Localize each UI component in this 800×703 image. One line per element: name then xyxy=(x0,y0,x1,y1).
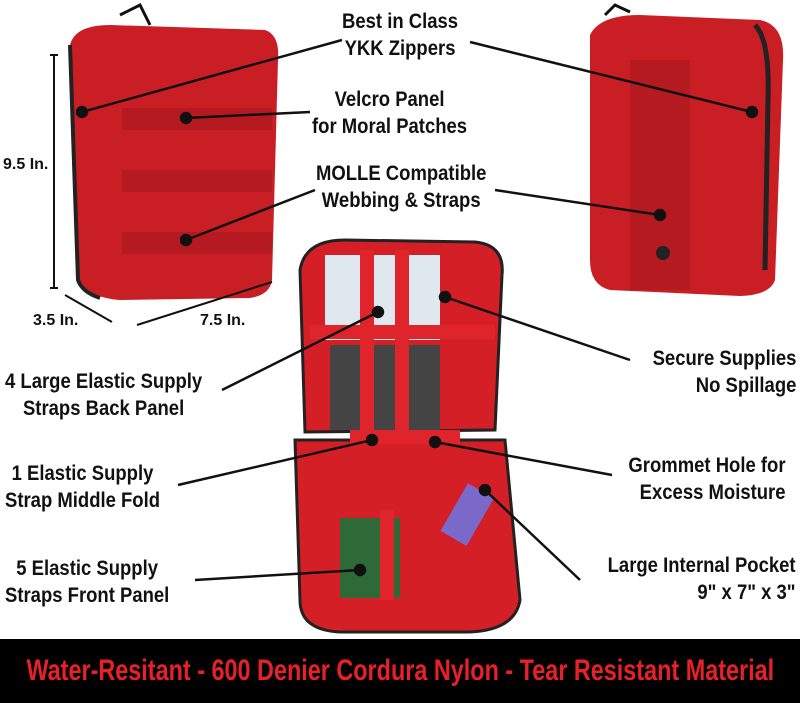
dimension-width: 7.5 In. xyxy=(200,312,246,329)
callout-leaders xyxy=(75,38,759,582)
dimension-lines xyxy=(50,54,273,326)
callout-front-straps: 5 Elastic Supply Straps Front Panel xyxy=(5,555,169,609)
callout-line: for Moral Patches xyxy=(312,115,468,138)
bag-open-view xyxy=(293,238,522,634)
callout-back-straps: 4 Large Elastic Supply Straps Back Panel xyxy=(5,368,202,422)
bag-front-view xyxy=(68,2,279,300)
bag-side-view xyxy=(590,3,784,296)
callout-line: Large Internal Pocket xyxy=(608,554,796,577)
callout-line: Strap Middle Fold xyxy=(5,489,161,512)
callout-line: 5 Elastic Supply xyxy=(16,557,159,580)
dimension-depth: 3.5 In. xyxy=(33,312,79,329)
dimension-height: 9.5 In. xyxy=(3,156,49,173)
material-banner: Water-Resitant - 600 Denier Cordura Nylo… xyxy=(0,639,800,703)
callout-grommet: Grommet Hole for Excess Moisture xyxy=(629,452,786,506)
callout-zippers: Best in Class YKK Zippers xyxy=(342,8,458,62)
callout-line: YKK Zippers xyxy=(344,37,456,60)
callout-pocket: Large Internal Pocket 9" x 7" x 3" xyxy=(608,552,796,606)
callout-molle: MOLLE Compatible Webbing & Straps xyxy=(316,160,486,214)
callout-velcro: Velcro Panel for Moral Patches xyxy=(312,86,467,140)
callout-line: Velcro Panel xyxy=(334,88,445,111)
callout-line: 1 Elastic Supply xyxy=(11,462,154,485)
callout-line: Webbing & Straps xyxy=(321,189,481,212)
callout-line: No Spillage xyxy=(695,374,796,397)
callout-line: Excess Moisture xyxy=(640,481,786,504)
callout-line: 9" x 7" x 3" xyxy=(697,581,796,604)
callout-line: Best in Class xyxy=(342,10,459,33)
banner-text: Water-Resitant - 600 Denier Cordura Nylo… xyxy=(26,654,774,687)
callout-line: Straps Back Panel xyxy=(22,397,185,420)
callout-line: 4 Large Elastic Supply xyxy=(5,370,203,393)
callout-line: MOLLE Compatible xyxy=(316,162,487,185)
callout-secure: Secure Supplies No Spillage xyxy=(652,345,796,399)
callout-line: Grommet Hole for xyxy=(628,454,786,477)
callout-line: Secure Supplies xyxy=(652,347,796,370)
callout-middle-strap: 1 Elastic Supply Strap Middle Fold xyxy=(5,460,160,514)
callout-line: Straps Front Panel xyxy=(5,584,170,607)
